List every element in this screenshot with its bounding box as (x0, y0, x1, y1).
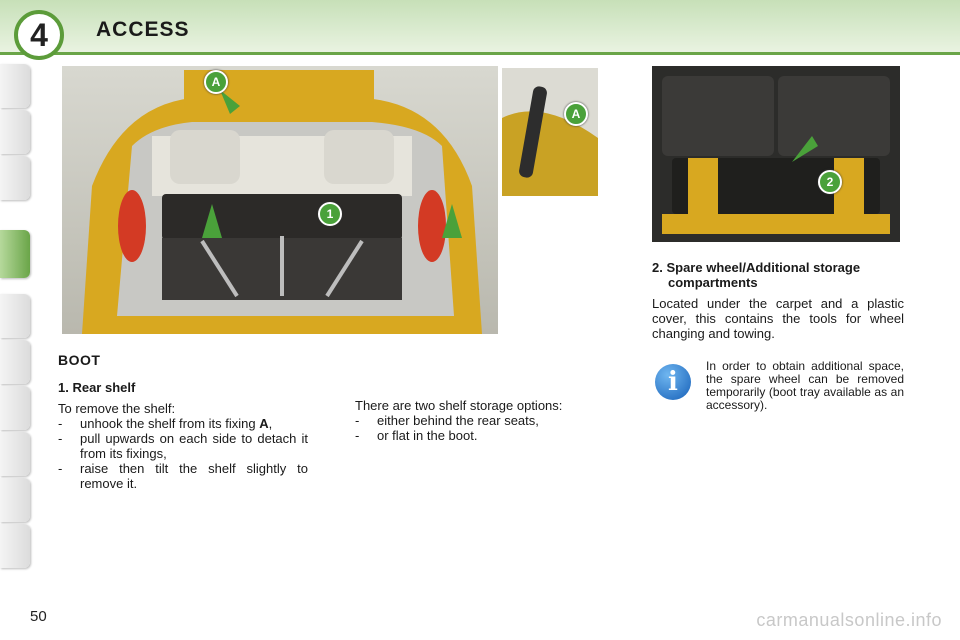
spare-wheel-illustration (652, 66, 900, 242)
storage-options-column: There are two shelf storage options: - ei… (355, 398, 605, 443)
chapter-tab[interactable] (0, 110, 30, 154)
dash: - (355, 428, 360, 443)
marker-2: 2 (818, 170, 842, 194)
boot-photo: A 1 (62, 66, 498, 334)
chapter-tab[interactable] (0, 386, 30, 430)
chapter-tab[interactable] (0, 340, 30, 384)
boot-illustration (82, 70, 482, 334)
marker-a: A (204, 70, 228, 94)
spare-wheel-column: 2. Spare wheel/Additional storage compar… (652, 260, 904, 341)
marker-1: 1 (318, 202, 342, 226)
storage-option: - or flat in the boot. (355, 428, 605, 443)
rear-shelf-title: 1. Rear shelf (58, 380, 136, 395)
chapter-tab[interactable] (0, 478, 30, 522)
rear-shelf-column: 1. Rear shelf To remove the shelf: - unho… (58, 380, 308, 491)
storage-intro: There are two shelf storage options: (355, 398, 563, 413)
spare-wheel-title: 2. Spare wheel/Additional storage compar… (652, 260, 904, 290)
step-text: raise then tilt the shelf slightly to re… (80, 461, 308, 491)
dash: - (58, 461, 63, 476)
fixing-detail-photo: A (500, 66, 600, 198)
chapter-tab[interactable] (0, 64, 30, 108)
step-item: - raise then tilt the shelf slightly to r… (58, 461, 308, 491)
storage-option-text: or flat in the boot. (377, 428, 478, 443)
chapter-number: 4 (30, 16, 48, 53)
storage-option-text: either behind the rear seats, (377, 413, 539, 428)
chapter-tabs (0, 64, 32, 576)
spare-title-text: Spare wheel/Additional storage compartme… (666, 260, 861, 290)
dash: - (58, 416, 63, 431)
chapter-title: ACCESS (96, 18, 190, 41)
watermark: carmanualsonline.info (756, 610, 942, 630)
step-item: - pull upwards on each side to detach it … (58, 431, 308, 461)
chapter-tab[interactable] (0, 432, 30, 476)
info-note: In order to obtain additional space, the… (706, 359, 904, 412)
chapter-tab[interactable] (0, 156, 30, 200)
chapter-tab-active[interactable] (0, 230, 30, 278)
spare-title-number: 2. (652, 260, 663, 275)
chapter-tab[interactable] (0, 524, 30, 568)
fixing-illustration (502, 68, 598, 196)
chapter-number-badge: 4 (14, 10, 64, 60)
marker-a-detail: A (564, 102, 588, 126)
dash: - (355, 413, 360, 428)
section-heading-boot: BOOT (58, 352, 101, 368)
remove-intro: To remove the shelf: (58, 401, 176, 416)
info-glyph: i (668, 367, 678, 397)
fixing-letter: A (259, 416, 269, 431)
spare-wheel-photo: 2 (652, 66, 900, 242)
step-tail: , (268, 416, 273, 431)
step-text: unhook the shelf from its fixing (80, 416, 260, 431)
spare-wheel-text: Located under the carpet and a plastic c… (652, 296, 904, 341)
chapter-tab[interactable] (0, 294, 30, 338)
chapter-header: 4 ACCESS (0, 0, 960, 60)
dash: - (58, 431, 63, 446)
step-item: - unhook the shelf from its fixing A, (58, 416, 308, 431)
info-icon: i (655, 364, 691, 400)
storage-option: - either behind the rear seats, (355, 413, 605, 428)
step-text: pull upwards on each side to detach it f… (80, 431, 308, 461)
page-number: 50 (30, 608, 47, 625)
